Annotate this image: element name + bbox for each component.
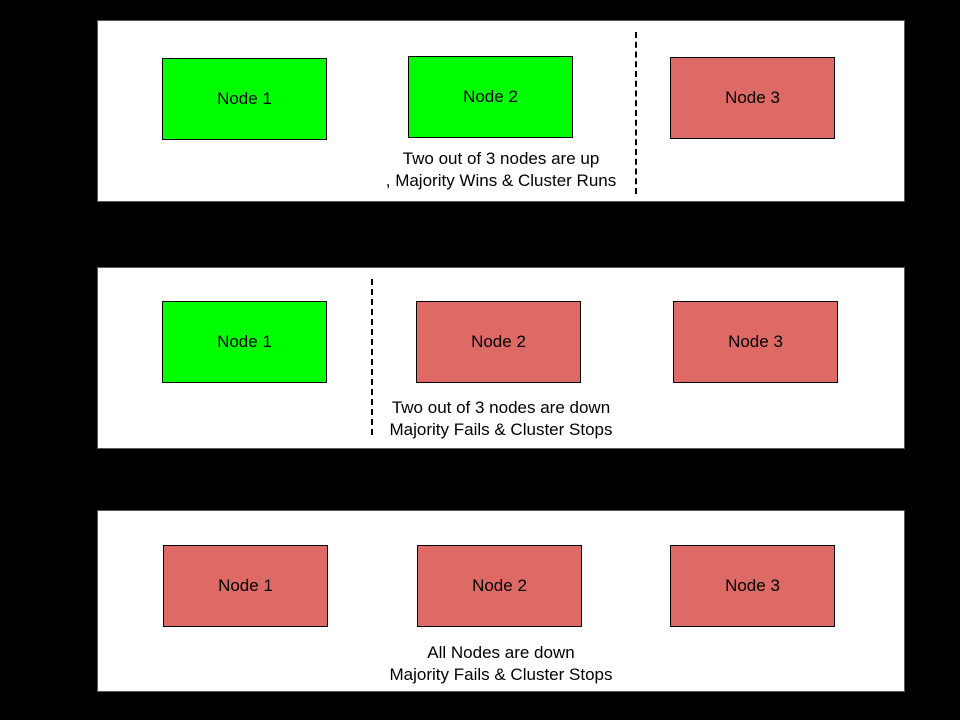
node-label: Node 2 bbox=[463, 87, 518, 106]
node-box: Node 1 bbox=[163, 545, 328, 627]
node-label: Node 2 bbox=[472, 576, 527, 595]
node-label: Node 1 bbox=[217, 332, 272, 351]
node-box: Node 2 bbox=[408, 56, 573, 138]
node-label: Node 3 bbox=[725, 576, 780, 595]
caption-line-2: Majority Fails & Cluster Stops bbox=[389, 665, 613, 684]
panel-all-nodes-down: Node 1 Node 2 Node 3 All Nodes are down … bbox=[97, 510, 905, 692]
panel-two-nodes-up: Node 1 Node 2 Node 3 Two out of 3 nodes … bbox=[97, 20, 905, 202]
node-label: Node 3 bbox=[725, 88, 780, 107]
node-box: Node 2 bbox=[416, 301, 581, 383]
node-label: Node 1 bbox=[217, 89, 272, 108]
node-box: Node 1 bbox=[162, 58, 327, 140]
node-box: Node 2 bbox=[417, 545, 582, 627]
panel-two-nodes-down: Node 1 Node 2 Node 3 Two out of 3 nodes … bbox=[97, 267, 905, 449]
node-box: Node 3 bbox=[670, 545, 835, 627]
partition-divider-line bbox=[635, 32, 637, 194]
partition-divider-line bbox=[371, 279, 373, 435]
node-box: Node 3 bbox=[670, 57, 835, 139]
caption-line-2: Majority Fails & Cluster Stops bbox=[389, 420, 613, 439]
panel-caption: All Nodes are down Majority Fails & Clus… bbox=[390, 642, 613, 686]
caption-line-1: Two out of 3 nodes are up bbox=[402, 149, 600, 168]
panel-caption: Two out of 3 nodes are up , Majority Win… bbox=[386, 148, 617, 192]
node-box: Node 3 bbox=[673, 301, 838, 383]
caption-line-1: All Nodes are down bbox=[427, 643, 575, 662]
node-label: Node 3 bbox=[728, 332, 783, 351]
node-box: Node 1 bbox=[162, 301, 327, 383]
node-label: Node 2 bbox=[471, 332, 526, 351]
node-label: Node 1 bbox=[218, 576, 273, 595]
caption-line-2: , Majority Wins & Cluster Runs bbox=[385, 171, 617, 190]
caption-line-1: Two out of 3 nodes are down bbox=[391, 398, 611, 417]
panel-caption: Two out of 3 nodes are down Majority Fai… bbox=[390, 397, 613, 441]
